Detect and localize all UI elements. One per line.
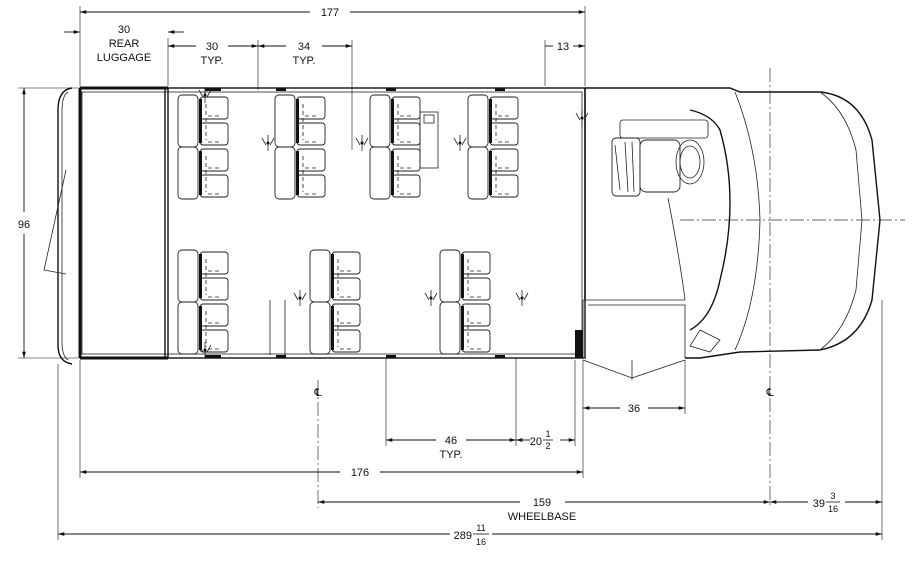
svg-text:16: 16 <box>828 504 838 514</box>
dim-seat-pitch-30-note: TYP. <box>200 55 223 67</box>
dim-front-clear: 13 <box>557 41 569 53</box>
dim-aisle-46: 46 <box>445 435 457 447</box>
svg-text:39: 39 <box>813 498 825 510</box>
cab-outline <box>585 87 881 359</box>
svg-text:11: 11 <box>476 523 485 533</box>
centerline-icon: ℄ <box>313 387 321 399</box>
dim-step: 20 1 2 <box>530 429 553 451</box>
bus-body <box>43 86 881 380</box>
entry-step <box>575 330 583 358</box>
dim-door-width: 36 <box>628 403 640 415</box>
svg-text:20: 20 <box>530 436 542 448</box>
dim-wheelbase: 159 <box>533 497 551 509</box>
dim-seat-pitch-34: 34 <box>298 41 310 53</box>
rear-heater-box <box>419 111 439 169</box>
rear-luggage-label-1: REAR <box>109 38 140 50</box>
svg-text:2: 2 <box>545 441 550 451</box>
steering-wheel-icon <box>675 139 705 185</box>
centerlines: ℄ ℄ <box>313 68 905 508</box>
wheelchair-tiedown-icon <box>575 109 589 127</box>
dim-aisle-46-note: TYP. <box>439 449 462 461</box>
rear-luggage-label-2: LUGGAGE <box>97 52 151 64</box>
centerline-icon: ℄ <box>765 387 773 399</box>
svg-text:289: 289 <box>454 530 472 542</box>
seat-layout <box>177 86 529 359</box>
dim-overall-length: 289 11 16 <box>454 523 489 547</box>
rear-bumper <box>57 87 73 365</box>
dim-front-overhang: 39 3 16 <box>813 491 840 514</box>
dimensions: 177 30 REAR LUGGAGE 30 TYP. 34 TYP. 13 9… <box>18 6 883 547</box>
dim-rear-luggage: 30 <box>118 24 130 36</box>
dim-width: 96 <box>18 219 30 231</box>
dim-seat-pitch-34-note: TYP. <box>292 55 315 67</box>
dim-overall-interior: 177 <box>321 7 339 19</box>
dim-seat-pitch-30: 30 <box>206 41 218 53</box>
entry-door-swing <box>582 359 686 379</box>
svg-text:16: 16 <box>476 537 486 547</box>
driver-seat-icon <box>611 119 709 197</box>
dim-floor-length: 176 <box>351 467 369 479</box>
svg-text:1: 1 <box>545 429 550 439</box>
dim-wheelbase-label: WHEELBASE <box>508 511 576 523</box>
svg-text:3: 3 <box>830 491 835 501</box>
